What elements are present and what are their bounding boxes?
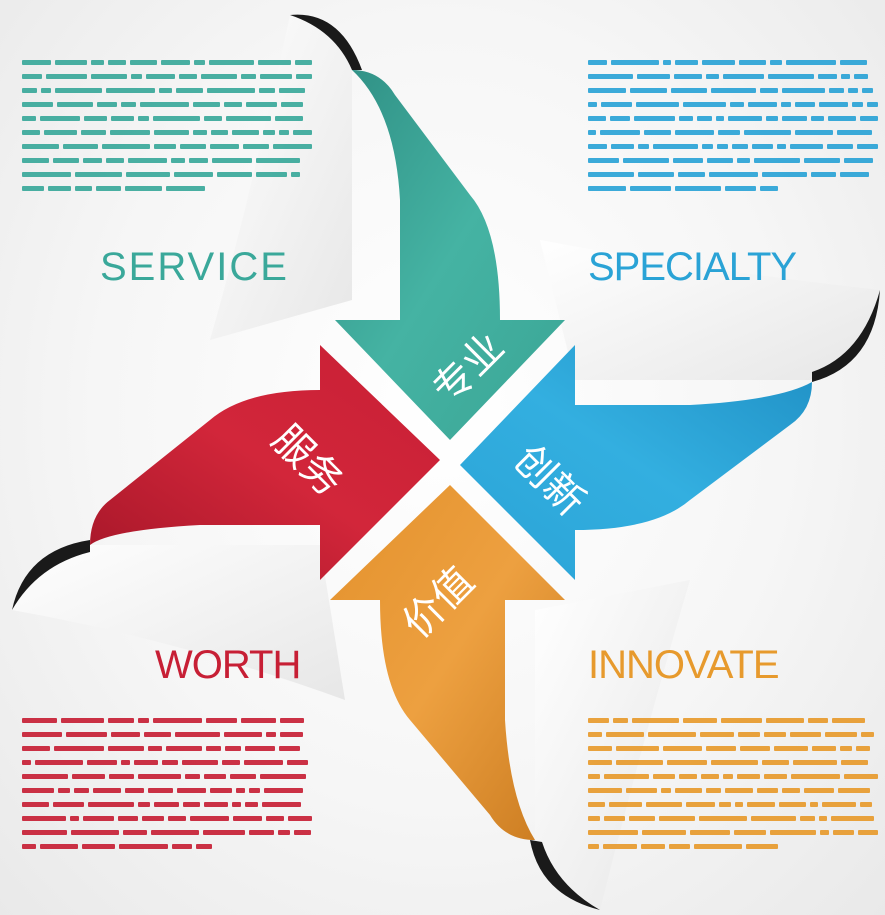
placeholder-text-line (588, 116, 878, 121)
placeholder-text-line (22, 172, 312, 177)
placeholder-text-line (588, 60, 878, 65)
blue-paper-curl (540, 240, 880, 380)
red-arrow (90, 345, 440, 580)
placeholder-text-line (22, 102, 312, 107)
orange-arrow (330, 485, 565, 840)
placeholder-text-line (22, 74, 312, 79)
placeholder-text-line (22, 774, 312, 779)
placeholder-text-line (588, 186, 878, 191)
orange-paper-curl (535, 580, 690, 910)
red-curl-edge (12, 540, 90, 610)
placeholder-text-line (588, 102, 878, 107)
placeholder-text-line (588, 88, 878, 93)
specialty-text-block (588, 60, 878, 200)
placeholder-text-line (22, 144, 312, 149)
placeholder-text-line (22, 60, 312, 65)
placeholder-text-line (588, 788, 878, 793)
placeholder-text-line (588, 760, 878, 765)
placeholder-text-line (588, 802, 878, 807)
specialty-heading: SPECIALTY (588, 245, 797, 289)
placeholder-text-line (588, 816, 878, 821)
worth-text-block (22, 718, 312, 858)
teal-arrow (335, 70, 565, 440)
teal-curl-edge (290, 14, 362, 70)
placeholder-text-line (22, 88, 312, 93)
worth-heading: WORTH (155, 643, 301, 687)
placeholder-text-line (588, 830, 878, 835)
placeholder-text-line (22, 718, 312, 723)
service-text-block (22, 60, 312, 200)
placeholder-text-line (588, 844, 878, 849)
innovate-heading: INNOVATE (588, 643, 780, 687)
placeholder-text-line (22, 830, 312, 835)
placeholder-text-line (22, 732, 312, 737)
placeholder-text-line (22, 186, 312, 191)
placeholder-text-line (22, 802, 312, 807)
placeholder-text-line (588, 718, 878, 723)
placeholder-text-line (588, 158, 878, 163)
blue-curl-edge (812, 290, 880, 382)
placeholder-text-line (22, 788, 312, 793)
placeholder-text-line (22, 760, 312, 765)
service-heading: SERVICE (100, 245, 289, 289)
placeholder-text-line (588, 774, 878, 779)
placeholder-text-line (22, 130, 312, 135)
placeholder-text-line (588, 130, 878, 135)
red-paper-curl (12, 545, 345, 700)
placeholder-text-line (588, 144, 878, 149)
innovate-text-block (588, 718, 878, 858)
placeholder-text-line (22, 746, 312, 751)
teal-paper-curl (210, 15, 352, 340)
placeholder-text-line (588, 74, 878, 79)
placeholder-text-line (22, 116, 312, 121)
placeholder-text-line (22, 158, 312, 163)
blue-arrow (460, 345, 812, 580)
placeholder-text-line (588, 172, 878, 177)
placeholder-text-line (588, 732, 878, 737)
placeholder-text-line (22, 816, 312, 821)
placeholder-text-line (22, 844, 312, 849)
placeholder-text-line (588, 746, 878, 751)
orange-curl-edge (530, 840, 600, 910)
